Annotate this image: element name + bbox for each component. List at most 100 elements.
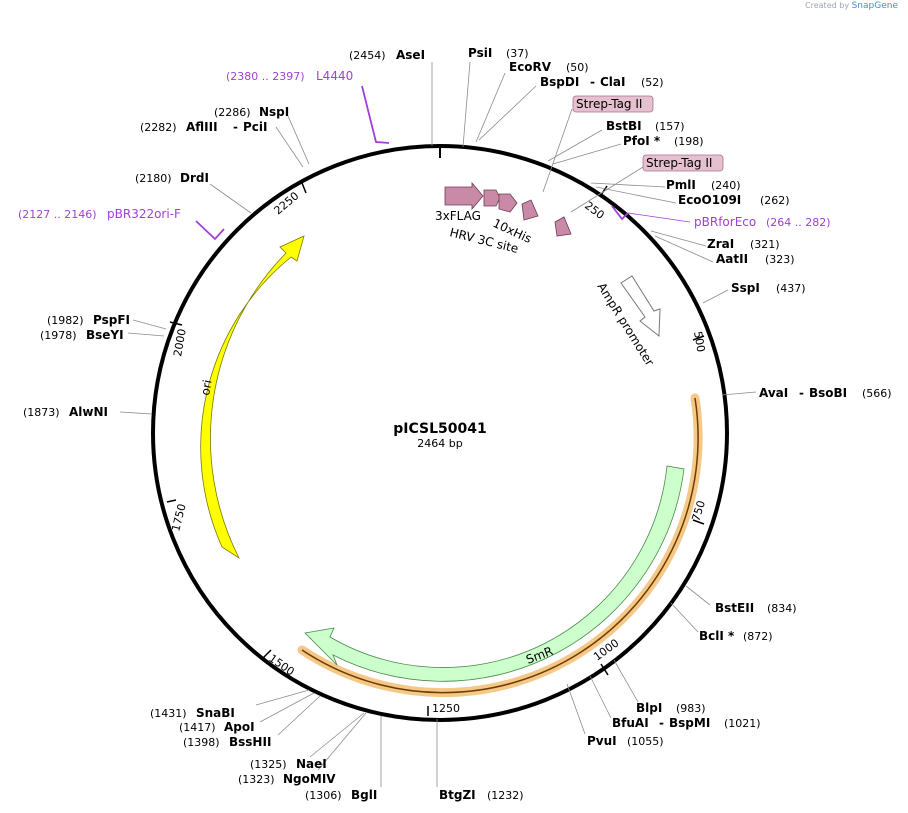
tick-mark-1500 bbox=[262, 649, 272, 659]
enzyme-pos: (1873) bbox=[23, 406, 60, 419]
enzyme-pos: (1431) bbox=[150, 707, 187, 720]
strep-tag-label-1: Strep-Tag II bbox=[576, 97, 642, 111]
enzyme-pos: (1021) bbox=[724, 717, 761, 730]
enzyme-pos: (1982) bbox=[47, 314, 84, 327]
snapgene-credit: Created by SnapGene bbox=[805, 1, 898, 11]
enzyme-name[interactable]: AseI bbox=[396, 48, 425, 62]
enzyme-lines bbox=[119, 61, 757, 787]
enzyme-name[interactable]: PvuI bbox=[587, 734, 617, 748]
enzyme-name[interactable]: AflIII bbox=[186, 120, 218, 134]
primer-pbrforeco-mark[interactable] bbox=[611, 205, 629, 221]
tick-label-1250: 1250 bbox=[432, 702, 460, 715]
enzyme-name[interactable]: SnaBI bbox=[196, 706, 235, 720]
enzyme-name[interactable]: BclI * bbox=[699, 629, 735, 643]
ori-feature-arrow[interactable] bbox=[200, 235, 305, 560]
enzyme-pos: (37) bbox=[506, 47, 529, 60]
enzyme-name[interactable]: BstBI bbox=[606, 119, 642, 133]
enzyme-name[interactable]: BlpI bbox=[636, 701, 662, 715]
tick-label-2250: 2250 bbox=[272, 189, 302, 217]
enzyme-sep: - bbox=[799, 386, 804, 400]
enzyme-pos: (1978) bbox=[40, 329, 77, 342]
primer-pbrforeco-range: (264 .. 282) bbox=[766, 216, 831, 229]
primer-pbr322ori-range: (2127 .. 2146) bbox=[18, 208, 97, 221]
smr-feature-arrow[interactable] bbox=[304, 465, 685, 682]
tick-marks bbox=[166, 182, 705, 716]
strep-tag-arrow-2[interactable] bbox=[554, 216, 572, 237]
enzyme-name[interactable]: PsiI bbox=[468, 46, 492, 60]
enzyme-name[interactable]: BstEII bbox=[715, 601, 754, 615]
enzyme-name[interactable]: AlwNI bbox=[69, 405, 108, 419]
tick-mark-1750 bbox=[166, 499, 177, 503]
enzyme-name[interactable]: PfoI * bbox=[623, 134, 661, 148]
strep-tag-label-box-2[interactable] bbox=[642, 154, 724, 172]
tick-mark-2250 bbox=[301, 182, 307, 194]
enzyme-name[interactable]: AvaI bbox=[759, 386, 788, 400]
tick-mark-250 bbox=[600, 185, 608, 196]
enzyme-pos: (52) bbox=[641, 76, 664, 89]
tick-mark-750 bbox=[692, 519, 705, 525]
credit-prefix: Created by bbox=[805, 1, 850, 10]
enzyme-name-2[interactable]: ClaI bbox=[600, 75, 625, 89]
enzyme-name[interactable]: ZraI bbox=[707, 237, 734, 251]
enzyme-pos: (2282) bbox=[140, 121, 177, 134]
enzyme-pos: (240) bbox=[711, 179, 741, 192]
plasmid-name: pICSL50041 bbox=[393, 421, 486, 437]
enzyme-pos: (321) bbox=[750, 238, 780, 251]
enzyme-name-2[interactable]: PciI bbox=[243, 120, 268, 134]
tick-label-500: 500 bbox=[691, 330, 707, 353]
enzyme-sep: - bbox=[590, 75, 595, 89]
enzyme-name[interactable]: EcoRV bbox=[509, 60, 552, 74]
enzyme-pos: (1417) bbox=[179, 721, 216, 734]
enzyme-pos: (323) bbox=[765, 253, 795, 266]
enzyme-name[interactable]: DrdI bbox=[180, 171, 209, 185]
enzyme-name[interactable]: ApoI bbox=[224, 720, 255, 734]
enzyme-pos: (1055) bbox=[627, 735, 664, 748]
enzyme-name-2[interactable]: BspMI bbox=[669, 716, 710, 730]
flag-tag-arrow[interactable] bbox=[444, 181, 484, 211]
enzyme-pos: (872) bbox=[743, 630, 773, 643]
smr-highlight bbox=[297, 393, 703, 698]
enzyme-name[interactable]: NgoMIV bbox=[283, 772, 336, 786]
enzyme-pos: (566) bbox=[862, 387, 892, 400]
enzyme-name[interactable]: PspFI bbox=[93, 313, 130, 327]
tick-mark-500 bbox=[692, 335, 705, 341]
snapgene-logo: SnapGene bbox=[851, 1, 898, 11]
ampr-promoter-arrow[interactable] bbox=[620, 275, 661, 338]
strep-tag-label-2: Strep-Tag II bbox=[646, 156, 712, 170]
enzyme-pos: (198) bbox=[674, 135, 704, 148]
enzyme-pos: (2454) bbox=[349, 49, 386, 62]
enzyme-name[interactable]: BssHII bbox=[229, 735, 271, 749]
enzyme-name[interactable]: PmlI bbox=[666, 178, 696, 192]
primer-l4440-name: L4440 bbox=[316, 69, 353, 83]
enzyme-name[interactable]: BseYI bbox=[86, 328, 124, 342]
enzyme-name[interactable]: NspI bbox=[259, 105, 289, 119]
enzyme-name[interactable]: BtgZI bbox=[439, 788, 476, 802]
enzyme-pos: (834) bbox=[767, 602, 797, 615]
enzyme-pos: (1306) bbox=[305, 789, 342, 802]
enzyme-sep: - bbox=[659, 716, 664, 730]
enzyme-pos: (2286) bbox=[214, 106, 251, 119]
primer-pbrforeco-name: pBRforEco bbox=[694, 215, 756, 229]
enzyme-labels: (2454) AseI PsiI (37) EcoRV (50) BspDI -… bbox=[23, 46, 892, 802]
hrv-site-arrow[interactable] bbox=[498, 193, 518, 213]
tick-label-750: 750 bbox=[689, 499, 708, 523]
enzyme-name-2[interactable]: BsoBI bbox=[809, 386, 847, 400]
plasmid-length: 2464 bp bbox=[417, 437, 462, 450]
enzyme-pos: (1232) bbox=[487, 789, 524, 802]
tick-mark-1000 bbox=[600, 663, 609, 676]
strep-tag-label-box-1[interactable] bbox=[572, 95, 654, 113]
primer-pbr322ori-mark[interactable] bbox=[195, 220, 225, 241]
enzyme-name[interactable]: SspI bbox=[731, 281, 760, 295]
his-tag-arrow[interactable] bbox=[483, 189, 501, 207]
enzyme-name[interactable]: AatII bbox=[716, 252, 748, 266]
enzyme-name[interactable]: BfuAI bbox=[612, 716, 649, 730]
strep-tag-arrow-1[interactable] bbox=[521, 199, 539, 221]
enzyme-name[interactable]: BglI bbox=[351, 788, 377, 802]
primer-l4440-mark[interactable] bbox=[361, 85, 390, 144]
tick-mark-2000 bbox=[169, 321, 183, 326]
primer-pbr322ori-name: pBR322ori-F bbox=[107, 207, 181, 221]
enzyme-name[interactable]: BspDI bbox=[540, 75, 579, 89]
enzyme-name[interactable]: EcoO109I bbox=[678, 193, 741, 207]
enzyme-name[interactable]: NaeI bbox=[296, 757, 327, 771]
enzyme-pos: (262) bbox=[760, 194, 790, 207]
